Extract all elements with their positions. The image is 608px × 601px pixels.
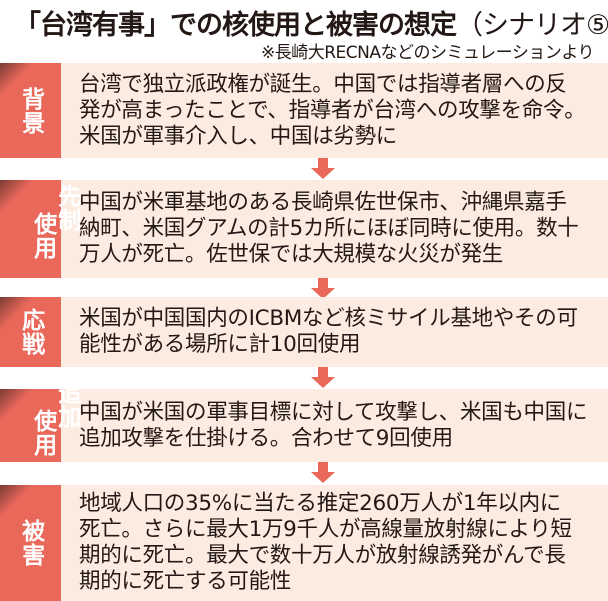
down-arrow-icon xyxy=(311,462,335,483)
text-line: 発が高まったことで、指導者が台湾への攻撃を命令。 xyxy=(79,97,586,123)
label-text: 応戦 xyxy=(17,308,44,356)
step-first-use: 先制使用 中国が米軍基地のある長崎県佐世保市、沖縄県嘉手 納町、米国グアムの計5… xyxy=(0,180,608,278)
step-additional-use: 追加使用 中国が米国の軍事目標に対して攻撃し、米国も中国に 追加攻撃を仕掛ける。… xyxy=(0,381,608,462)
text-line: 追加攻撃を仕掛ける。合わせて9回使用 xyxy=(79,425,453,451)
step-label: 被害 xyxy=(0,485,61,601)
step-label: 追加使用 xyxy=(0,381,80,462)
step-label: 背景 xyxy=(0,63,61,158)
text-line: 万人が死亡。佐世保では大規模な火災が発生 xyxy=(79,242,504,267)
text-line: 米国が軍事介入し、中国は劣勢に xyxy=(79,123,398,149)
down-arrow-icon xyxy=(311,158,335,179)
step-label: 先制使用 xyxy=(0,180,80,278)
label-text: 追加 xyxy=(53,380,80,429)
down-arrow-icon xyxy=(311,367,335,388)
step-label: 応戦 xyxy=(0,297,61,367)
text-line: 納町、米国グアムの計5カ所にほぼ同時に使用。数十 xyxy=(79,216,579,241)
title-main: 「台湾有事」での核使用と被害の想定 xyxy=(14,10,457,41)
text-line: 台湾で独立派政権が誕生。中国では指導者層への反 xyxy=(79,71,567,97)
text-line: 中国が米軍基地のある長崎県佐世保市、沖縄県嘉手 xyxy=(79,190,567,215)
text-line: 死亡。さらに最大1万9千人が高線量放射線により短 xyxy=(79,517,572,542)
label-text: 先制 xyxy=(53,184,80,232)
text-line: 期的に死亡する可能性 xyxy=(79,569,292,594)
title-scenario: （シナリオ⑤） xyxy=(456,10,608,41)
label-text: 背景 xyxy=(17,86,44,135)
text-line: 中国が米国の軍事目標に対して攻撃し、米国も中国に xyxy=(79,399,588,425)
text-line: 期的に死亡。最大で数十万人が放射線誘発がんで長 xyxy=(79,543,566,568)
down-arrow-icon xyxy=(311,278,335,299)
step-text: 米国が中国国内のICBMなど核ミサイル基地やその可 能性がある場所に計10回使用 xyxy=(61,297,578,367)
page-title: 「台湾有事」での核使用と被害の想定（シナリオ⑤） xyxy=(14,3,608,42)
text-line: 能性がある場所に計10回使用 xyxy=(79,332,361,357)
label-text: 使用 xyxy=(29,408,56,457)
step-text: 中国が米軍基地のある長崎県佐世保市、沖縄県嘉手 納町、米国グアムの計5カ所にほぼ… xyxy=(61,180,579,278)
step-text: 中国が米国の軍事目標に対して攻撃し、米国も中国に 追加攻撃を仕掛ける。合わせて9… xyxy=(61,389,587,462)
step-text: 台湾で独立派政権が誕生。中国では指導者層への反 発が高まったことで、指導者が台湾… xyxy=(61,63,586,158)
step-damage: 被害 地域人口の35%に当たる推定260万人が1年以内に 死亡。さらに最大1万9… xyxy=(0,485,608,601)
step-counter: 応戦 米国が中国国内のICBMなど核ミサイル基地やその可 能性がある場所に計10… xyxy=(0,297,608,367)
source-note: ※長崎大RECNAなどのシミュレーションより xyxy=(261,43,595,63)
label-text: 使用 xyxy=(29,212,56,260)
step-background: 背景 台湾で独立派政権が誕生。中国では指導者層への反 発が高まったことで、指導者… xyxy=(0,63,608,158)
text-line: 地域人口の35%に当たる推定260万人が1年以内に xyxy=(79,491,562,516)
label-text: 被害 xyxy=(17,519,44,567)
step-text: 地域人口の35%に当たる推定260万人が1年以内に 死亡。さらに最大1万9千人が… xyxy=(61,485,572,601)
text-line: 米国が中国国内のICBMなど核ミサイル基地やその可 xyxy=(79,306,578,331)
